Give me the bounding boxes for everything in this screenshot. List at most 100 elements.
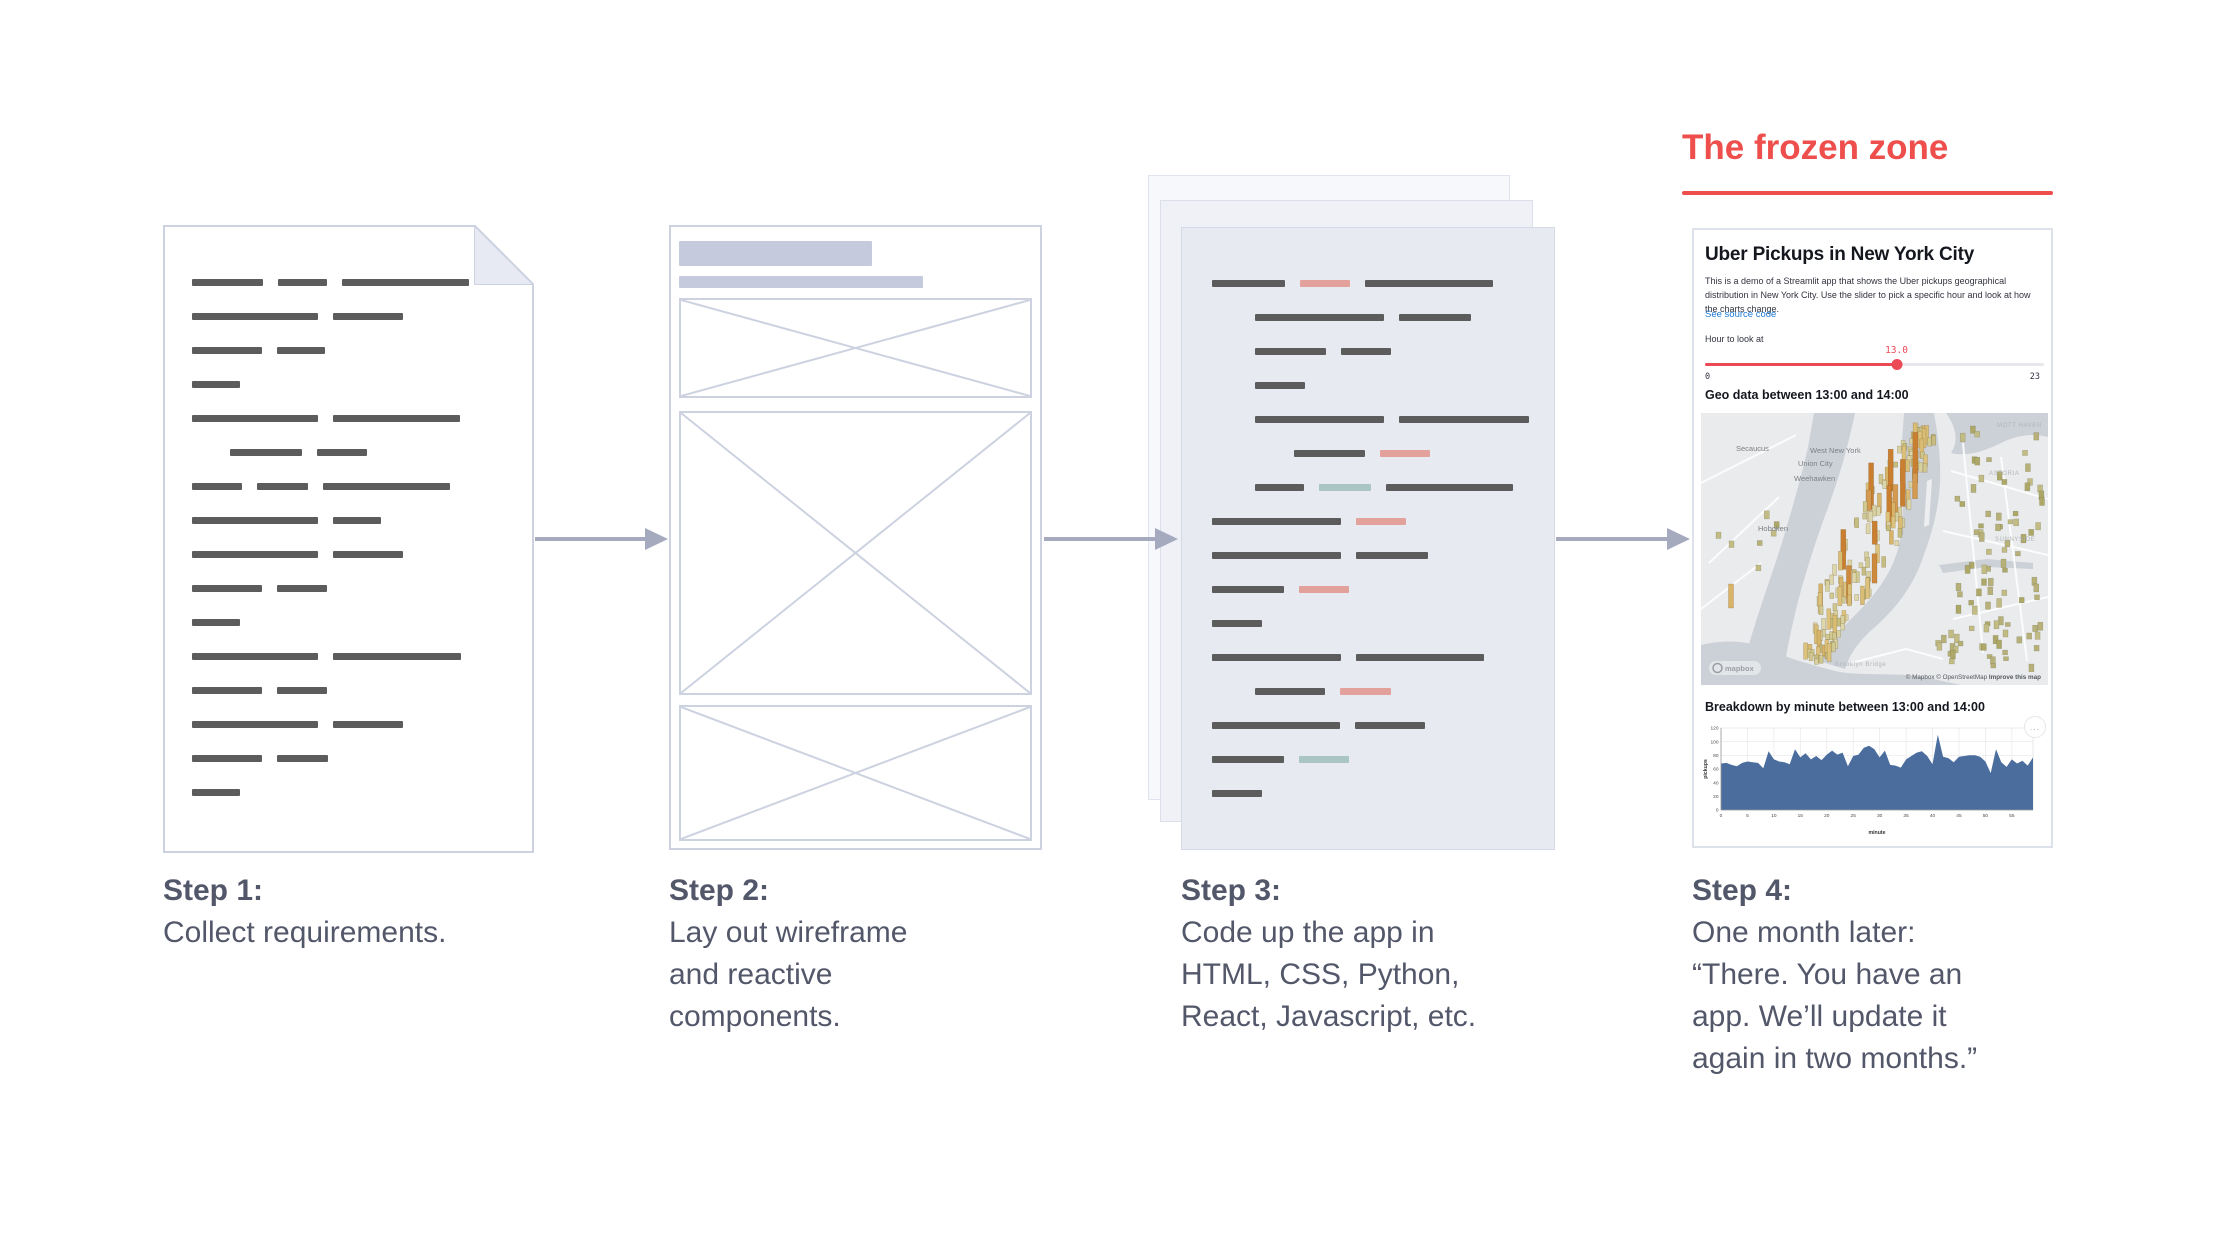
pickup-density-column bbox=[1871, 553, 1878, 584]
code-page-front bbox=[1181, 227, 1555, 850]
placeholder-text-bar bbox=[333, 517, 381, 524]
placeholder-text-bar bbox=[1386, 484, 1513, 491]
pickup-density-column bbox=[2033, 645, 2040, 652]
pickup-density-column bbox=[2033, 583, 2040, 593]
pickup-density-column bbox=[1728, 540, 1735, 548]
pickup-density-column bbox=[1836, 617, 1842, 627]
x-axis-title: minute bbox=[1868, 830, 1885, 836]
placeholder-text-row bbox=[192, 585, 517, 592]
placeholder-text-row bbox=[192, 551, 517, 558]
placeholder-text-bar bbox=[277, 585, 327, 592]
x-tick-label: 20 bbox=[1824, 813, 1830, 819]
placeholder-text-bar bbox=[333, 313, 403, 320]
pickup-density-column bbox=[1905, 459, 1910, 473]
placeholder-text-row bbox=[1212, 280, 1539, 287]
pickup-density-column bbox=[2000, 558, 2007, 568]
placeholder-text-bar bbox=[257, 483, 308, 490]
y-axis-title: pickups bbox=[1703, 759, 1709, 779]
pickup-density-column bbox=[1875, 544, 1880, 563]
source-code-link[interactable]: See source code bbox=[1705, 309, 1777, 320]
x-tick-label: 40 bbox=[1930, 813, 1936, 819]
placeholder-text-row bbox=[1212, 756, 1539, 763]
map-attribution[interactable]: © Mapbox © OpenStreetMap Improve this ma… bbox=[1906, 673, 2041, 681]
pickup-density-column bbox=[1851, 572, 1857, 583]
pickup-density-column bbox=[1803, 642, 1808, 660]
pickup-density-column bbox=[1847, 594, 1852, 607]
placeholder-text-row bbox=[1255, 416, 1539, 423]
pickup-density-column bbox=[1808, 652, 1814, 661]
slider-filled-track bbox=[1705, 363, 1897, 366]
pickup-density-column bbox=[2028, 663, 2035, 672]
x-tick-label: 45 bbox=[1956, 813, 1962, 819]
svg-text:mapbox: mapbox bbox=[1725, 664, 1755, 673]
slider-max-label: 23 bbox=[2029, 372, 2040, 382]
x-tick-label: 15 bbox=[1798, 813, 1804, 819]
map-place-label: Brooklyn Bridge bbox=[1835, 662, 1886, 668]
placeholder-text-bar bbox=[1356, 654, 1484, 661]
placeholder-text-bar bbox=[192, 687, 262, 694]
slider-label: Hour to look at bbox=[1705, 334, 1764, 344]
app-title: Uber Pickups in New York City bbox=[1705, 244, 1975, 265]
pickup-density-column bbox=[1972, 605, 1978, 615]
pickup-density-column bbox=[2037, 621, 2044, 631]
placeholder-text-bar bbox=[1356, 518, 1406, 525]
frozen-zone-title: The frozen zone bbox=[1682, 128, 1949, 167]
pickup-density-column bbox=[1818, 605, 1824, 615]
placeholder-text-bar bbox=[333, 551, 403, 558]
pickup-density-column bbox=[1821, 618, 1826, 630]
placeholder-text-bar bbox=[192, 789, 240, 796]
pickup-density-column bbox=[1990, 656, 1996, 665]
placeholder-text-bar bbox=[1299, 586, 1349, 593]
placeholder-text-bar bbox=[192, 653, 318, 660]
chart-menu-button[interactable]: ... bbox=[2024, 716, 2046, 738]
pickup-density-column bbox=[2034, 631, 2041, 640]
pickup-density-column bbox=[1954, 633, 1960, 644]
pickup-density-column bbox=[1985, 601, 1991, 610]
placeholder-text-bar bbox=[1399, 416, 1529, 423]
hour-slider[interactable] bbox=[1705, 363, 2044, 366]
placeholder-text-bar bbox=[1255, 314, 1384, 321]
placeholder-text-row bbox=[192, 653, 517, 660]
wireframe-image-placeholder-2 bbox=[679, 411, 1032, 695]
pickup-density-column bbox=[2001, 547, 2008, 553]
placeholder-text-row bbox=[1255, 348, 1539, 355]
x-tick-label: 5 bbox=[1746, 813, 1749, 819]
map-place-label: Secaucus bbox=[1736, 444, 1769, 453]
placeholder-text-row bbox=[192, 415, 517, 422]
pickup-density-column bbox=[2028, 529, 2034, 536]
placeholder-text-row bbox=[192, 755, 517, 762]
placeholder-text-bar bbox=[333, 653, 461, 660]
placeholder-text-bar bbox=[1212, 552, 1341, 559]
placeholder-text-bar bbox=[192, 517, 318, 524]
placeholder-text-row bbox=[230, 449, 517, 456]
pickup-density-column bbox=[2026, 632, 2032, 640]
pickup-density-column bbox=[1825, 580, 1830, 592]
map-place-label: SUNNYSIDE bbox=[1995, 537, 2035, 543]
pickup-density-column bbox=[1996, 471, 2003, 481]
slider-knob[interactable] bbox=[1891, 359, 1903, 370]
pickup-density-column bbox=[1860, 585, 1865, 605]
placeholder-text-bar bbox=[323, 483, 450, 490]
pickup-density-column bbox=[1983, 623, 1990, 633]
pickup-density-column bbox=[1829, 574, 1834, 585]
placeholder-text-bar bbox=[333, 721, 403, 728]
pickup-density-column bbox=[2020, 534, 2027, 544]
placeholder-text-row bbox=[192, 517, 517, 524]
pickup-density-column bbox=[1897, 528, 1903, 538]
placeholder-text-bar bbox=[192, 347, 262, 354]
code-text-lines bbox=[1212, 280, 1539, 824]
wireframe-image-placeholder-1 bbox=[679, 298, 1032, 398]
x-tick-label: 25 bbox=[1851, 813, 1857, 819]
y-tick-label: 60 bbox=[1713, 767, 1719, 773]
pickup-density-column bbox=[1897, 445, 1902, 454]
pickup-density-column bbox=[2001, 589, 2008, 596]
pickup-density-column bbox=[1957, 591, 1963, 598]
placeholder-text-bar bbox=[192, 721, 318, 728]
mapbox-logo-icon[interactable]: mapbox bbox=[1709, 661, 1761, 675]
placeholder-text-row bbox=[1212, 620, 1539, 627]
